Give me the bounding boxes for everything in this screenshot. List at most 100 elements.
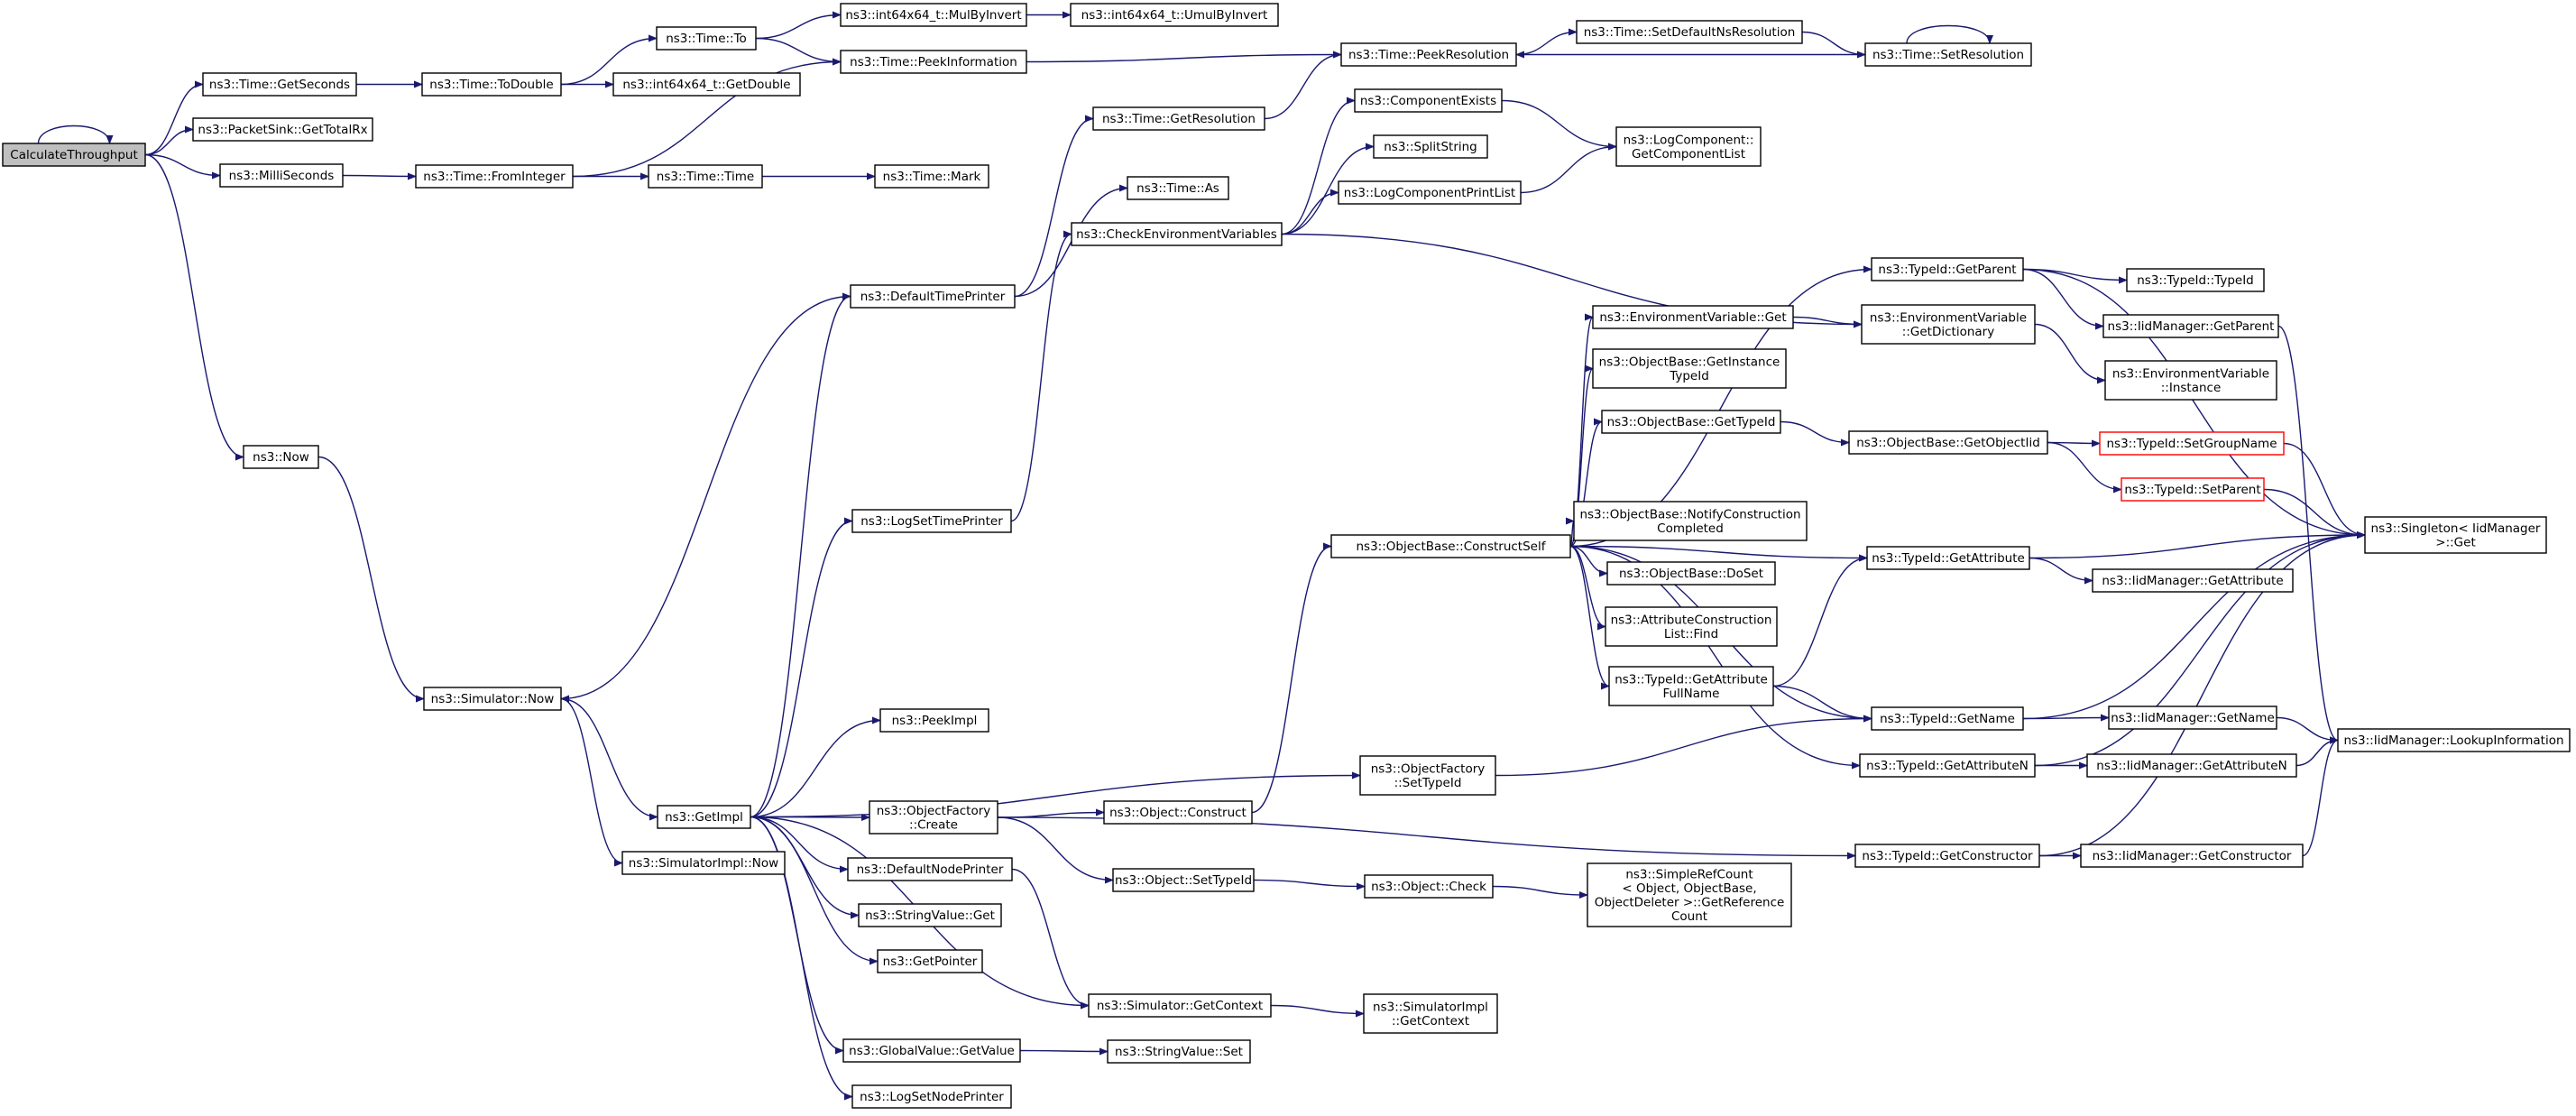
node-typeIdGetConstructor[interactable]: ns3::TypeId::GetConstructor: [1854, 844, 2040, 868]
node-box: [1373, 134, 1488, 159]
edge-now-to-simNow: [317, 456, 425, 703]
edge-getImpl-to-logSetNodePrinter: [750, 816, 853, 1101]
node-stringValueSet[interactable]: ns3::StringValue::Set: [1107, 1039, 1251, 1064]
node-componentExists[interactable]: ns3::ComponentExists: [1354, 88, 1503, 113]
node-logComponentPrintList[interactable]: ns3::LogComponentPrintList: [1338, 180, 1522, 205]
node-now[interactable]: ns3::Now: [243, 445, 319, 469]
node-typeIdGetAttribute[interactable]: ns3::TypeId::GetAttribute: [1866, 546, 2030, 570]
node-typeIdSetParent[interactable]: ns3::TypeId::SetParent: [2121, 477, 2265, 502]
node-globalValueGetValue[interactable]: ns3::GlobalValue::GetValue: [842, 1038, 1021, 1063]
node-box: [1340, 42, 1517, 67]
node-objectSetTypeId[interactable]: ns3::Object::SetTypeId: [1112, 868, 1255, 892]
node-label: ns3::StringValue::Set: [1115, 1045, 1243, 1059]
node-typeIdSetGroupName[interactable]: ns3::TypeId::SetGroupName: [2099, 431, 2285, 456]
node-timeTime[interactable]: ns3::Time::Time: [648, 164, 763, 189]
node-box: [2080, 844, 2304, 868]
node-typeIdTypeId[interactable]: ns3::TypeId::TypeId: [2126, 268, 2265, 292]
node-label: ::SetTypeId: [1394, 776, 1462, 790]
node-packetSinkTotalRx[interactable]: ns3::PacketSink::GetTotalRx: [192, 117, 373, 142]
node-box: [1861, 304, 2036, 345]
node-checkEnvVars[interactable]: ns3::CheckEnvironmentVariables: [1071, 222, 1283, 246]
node-getResolution[interactable]: ns3::Time::GetResolution: [1092, 106, 1265, 131]
node-simNow[interactable]: ns3::Simulator::Now: [423, 687, 562, 711]
node-setResolution[interactable]: ns3::Time::SetResolution: [1864, 42, 2032, 67]
node-objBaseGetTypeId[interactable]: ns3::ObjectBase::GetTypeId: [1601, 410, 1781, 434]
node-iidMgrGetAttribute[interactable]: ns3::IidManager::GetAttribute: [2092, 568, 2294, 593]
node-mulByInvert[interactable]: ns3::int64x64_t::MulByInvert: [840, 3, 1027, 27]
node-label: ns3::SimulatorImpl::Now: [629, 856, 778, 871]
node-box: [1587, 862, 1792, 927]
node-peekImpl[interactable]: ns3::PeekImpl: [879, 708, 989, 733]
node-timeAs[interactable]: ns3::Time::As: [1127, 176, 1229, 200]
node-iidMgrLookupInformation[interactable]: ns3::IidManager::LookupInformation: [2337, 728, 2571, 752]
node-envVarGetDictionary[interactable]: ns3::EnvironmentVariable::GetDictionary: [1861, 304, 2036, 345]
edge-globalValueGetValue-to-stringValueSet: [1019, 1047, 1109, 1056]
node-iidMgrGetName[interactable]: ns3::IidManager::GetName: [2108, 706, 2277, 730]
edge-iidMgrGetConstructor-to-iidMgrLookupInformation: [2302, 736, 2339, 857]
node-iidMgrGetParent[interactable]: ns3::IidManager::GetParent: [2102, 314, 2279, 338]
node-stringValueGet[interactable]: ns3::StringValue::Get: [858, 903, 1002, 927]
node-peekInformation[interactable]: ns3::Time::PeekInformation: [840, 50, 1027, 74]
node-logSetNodePrinter[interactable]: ns3::LogSetNodePrinter: [851, 1084, 1012, 1109]
edge-logComponentPrintList-to-getComponentList: [1520, 143, 1617, 194]
node-singletonGet[interactable]: ns3::Singleton< IidManager>::Get: [2364, 516, 2547, 554]
node-label: ::GetContext: [1392, 1014, 1469, 1028]
node-box: [2126, 268, 2265, 292]
node-objectCheck[interactable]: ns3::Object::Check: [1364, 874, 1494, 899]
node-int64GetDouble[interactable]: ns3::int64x64_t::GetDouble: [612, 72, 801, 97]
node-setDefaultNsResolution[interactable]: ns3::Time::SetDefaultNsResolution: [1576, 20, 1803, 44]
node-objBaseGetObjectIid[interactable]: ns3::ObjectBase::GetObjectIid: [1848, 430, 2048, 455]
node-peekResolution[interactable]: ns3::Time::PeekResolution: [1340, 42, 1517, 67]
node-label: ns3::SplitString: [1384, 140, 1477, 154]
node-timeTo[interactable]: ns3::Time::To: [656, 26, 757, 51]
node-label: ns3::LogSetNodePrinter: [860, 1090, 1004, 1104]
node-box: [1864, 42, 2032, 67]
node-constructSelf[interactable]: ns3::ObjectBase::ConstructSelf: [1330, 534, 1571, 558]
node-calc[interactable]: CalculateThroughput: [2, 143, 146, 167]
node-getPointer[interactable]: ns3::GetPointer: [877, 949, 983, 973]
node-objFactorySetTypeId[interactable]: ns3::ObjectFactory::SetTypeId: [1359, 755, 1496, 796]
edge-calc-to-now: [144, 153, 244, 461]
node-iidMgrGetConstructor[interactable]: ns3::IidManager::GetConstructor: [2080, 844, 2304, 868]
node-simImplNow[interactable]: ns3::SimulatorImpl::Now: [621, 851, 786, 875]
node-label: ns3::LogSetTimePrinter: [860, 514, 1003, 529]
node-timeMark[interactable]: ns3::Time::Mark: [874, 164, 989, 189]
node-umulByInvert[interactable]: ns3::int64x64_t::UmulByInvert: [1070, 3, 1279, 27]
node-logSetTimePrinter[interactable]: ns3::LogSetTimePrinter: [851, 509, 1012, 533]
node-splitString[interactable]: ns3::SplitString: [1373, 134, 1488, 159]
node-typeIdGetParent[interactable]: ns3::TypeId::GetParent: [1871, 257, 2024, 281]
node-fromInteger[interactable]: ns3::Time::FromInteger: [415, 164, 574, 189]
node-typeIdGetAttributeN[interactable]: ns3::TypeId::GetAttributeN: [1859, 753, 2036, 778]
node-getComponentList[interactable]: ns3::LogComponent::GetComponentList: [1615, 126, 1762, 167]
node-objFactoryCreate[interactable]: ns3::ObjectFactory::Create: [869, 800, 998, 835]
node-defaultNodePrinter[interactable]: ns3::DefaultNodePrinter: [847, 857, 1013, 881]
node-objectConstruct[interactable]: ns3::Object::Construct: [1103, 800, 1253, 825]
node-label: ns3::PacketSink::GetTotalRx: [198, 123, 367, 137]
node-simImplGetContext[interactable]: ns3::SimulatorImpl::GetContext: [1363, 993, 1498, 1034]
node-envVarInstance[interactable]: ns3::EnvironmentVariable::Instance: [2104, 360, 2277, 401]
node-label: ns3::Time::SetResolution: [1872, 48, 2024, 62]
node-simpleRefCount[interactable]: ns3::SimpleRefCount< Object, ObjectBase,…: [1587, 862, 1792, 927]
edge-iidMgrGetParent-to-iidMgrLookupInformation: [2277, 325, 2339, 744]
node-milliSeconds[interactable]: ns3::MilliSeconds: [219, 163, 344, 188]
node-typeIdGetName[interactable]: ns3::TypeId::GetName: [1871, 706, 2024, 731]
node-notifyConstructionCompleted[interactable]: ns3::ObjectBase::NotifyConstructionCompl…: [1573, 501, 1808, 541]
node-toDouble[interactable]: ns3::Time::ToDouble: [421, 72, 562, 97]
node-defaultTimePrinter[interactable]: ns3::DefaultTimePrinter: [850, 284, 1016, 309]
edge-envVarGetDictionary-to-envVarInstance: [2034, 323, 2106, 384]
node-getImpl[interactable]: ns3::GetImpl: [657, 805, 751, 829]
node-iidMgrGetAttributeN[interactable]: ns3::IidManager::GetAttributeN: [2086, 753, 2297, 778]
edge-defaultNodePrinter-to-simGetContext: [1011, 868, 1090, 1010]
node-label: ns3::int64x64_t::UmulByInvert: [1081, 8, 1268, 23]
node-objBaseDoSet[interactable]: ns3::ObjectBase::DoSet: [1606, 561, 1776, 586]
node-envVarGet[interactable]: ns3::EnvironmentVariable::Get: [1592, 305, 1794, 329]
node-label: ns3::ObjectBase::GetObjectIid: [1856, 436, 2040, 450]
node-simGetContext[interactable]: ns3::Simulator::GetContext: [1088, 993, 1272, 1018]
node-getSeconds[interactable]: ns3::Time::GetSeconds: [202, 72, 357, 97]
node-label: ns3::Time::Time: [657, 170, 754, 184]
node-label: ns3::Singleton< IidManager: [2371, 521, 2541, 536]
